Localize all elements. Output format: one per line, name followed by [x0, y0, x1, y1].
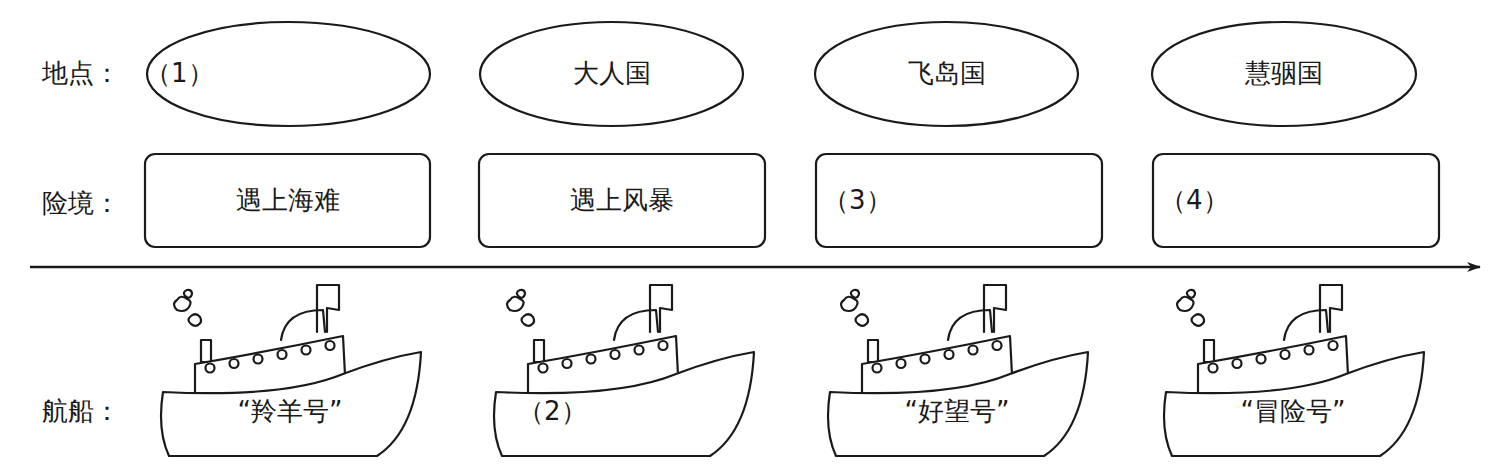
row-label: 地点： — [42, 56, 120, 91]
place-ellipse: 大人国 — [478, 20, 745, 128]
ship-node: “羚羊号” — [155, 280, 425, 462]
ship-node: “好望号” — [822, 280, 1092, 462]
timeline-line — [30, 266, 1480, 269]
ship-outline — [822, 280, 1092, 462]
place-ellipse: 慧骃国 — [1150, 20, 1418, 128]
node-text: 遇上海难 — [236, 185, 340, 216]
ship-outline — [1158, 280, 1428, 462]
node-text: （3） — [823, 185, 892, 216]
row-label: 险境： — [42, 186, 120, 221]
node-text: 遇上风暴 — [570, 185, 674, 216]
ship-outline — [155, 280, 425, 462]
node-text: （4） — [1160, 185, 1229, 216]
place-ellipse: （1） — [145, 20, 432, 128]
node-text: 慧骃国 — [1245, 58, 1323, 89]
row-label: 航船： — [42, 394, 120, 429]
ship-node: （2） — [488, 280, 758, 462]
node-text: “羚羊号” — [238, 396, 343, 427]
node-text: 飞岛国 — [908, 58, 986, 89]
danger-box: （3） — [815, 153, 1103, 248]
danger-box: （4） — [1152, 153, 1440, 248]
node-text: 大人国 — [573, 58, 651, 89]
place-ellipse: 飞岛国 — [813, 20, 1080, 128]
node-text: （1） — [145, 58, 214, 89]
danger-box: 遇上海难 — [144, 153, 431, 248]
node-text: （2） — [518, 396, 587, 427]
ship-node: “冒险号” — [1158, 280, 1428, 462]
ship-outline — [488, 280, 758, 462]
node-text: “好望号” — [905, 396, 1010, 427]
node-text: “冒险号” — [1241, 396, 1346, 427]
danger-box: 遇上风暴 — [478, 153, 766, 248]
